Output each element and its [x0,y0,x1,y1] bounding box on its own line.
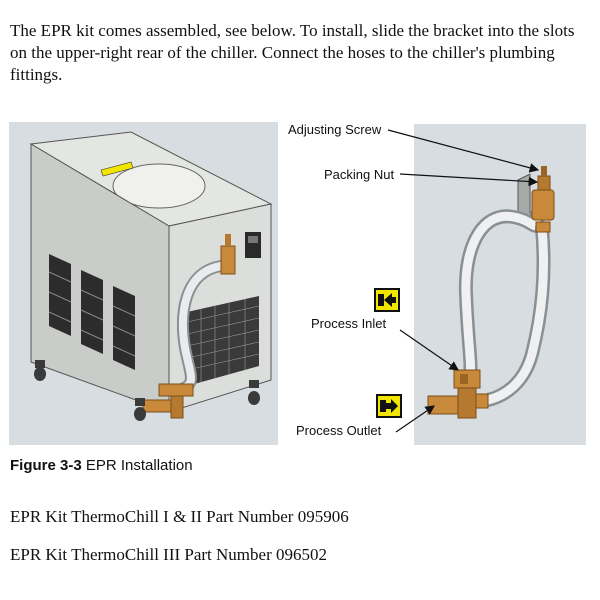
part-number-line-2: EPR Kit ThermoChill III Part Number 0965… [10,545,327,564]
callout-process-outlet: Process Outlet [296,423,382,438]
figure-number: Figure 3-3 [10,457,82,474]
callout-adjusting-screw: Adjusting Screw [288,122,382,137]
figure-title: EPR Installation [85,457,193,474]
figure-caption: Figure 3-3 EPR Installation [10,457,193,474]
outlet-arrow-icon [376,394,402,418]
part-number-line-1: EPR Kit ThermoChill I & II Part Number 0… [10,507,349,526]
callout-process-inlet: Process Inlet [311,316,387,331]
inlet-arrow-icon [374,288,400,312]
intro-paragraph: The EPR kit comes assembled, see below. … [10,21,575,84]
chiller-illustration [9,122,278,445]
callout-packing-nut: Packing Nut [324,167,395,182]
epr-kit-illustration [414,124,586,445]
